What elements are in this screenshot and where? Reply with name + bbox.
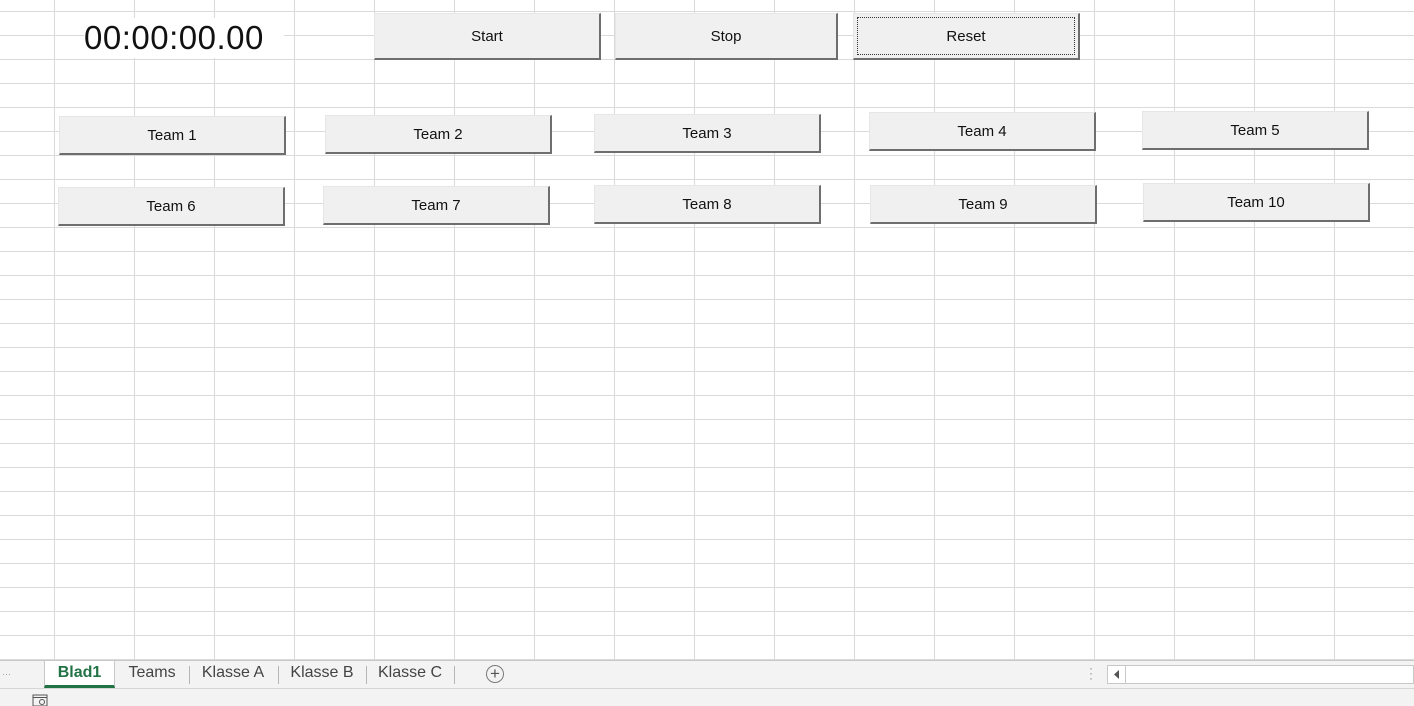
team-4-button[interactable]: Team 4 <box>869 112 1096 151</box>
team-7-button[interactable]: Team 7 <box>323 186 550 225</box>
team-button-label: Team 3 <box>682 124 732 142</box>
team-button-label: Team 6 <box>146 197 196 215</box>
tab-teams[interactable]: Teams <box>118 661 186 688</box>
team-button-label: Team 8 <box>682 195 732 213</box>
team-1-button[interactable]: Team 1 <box>59 116 286 155</box>
team-8-button[interactable]: Team 8 <box>594 185 821 224</box>
macro-record-icon[interactable] <box>32 694 50 706</box>
tab-divider <box>366 666 367 684</box>
tab-scroll-dots-icon[interactable]: ··· <box>2 669 11 679</box>
add-sheet-plus-icon[interactable]: + <box>486 665 504 683</box>
team-2-button[interactable]: Team 2 <box>325 115 552 154</box>
team-5-button[interactable]: Team 5 <box>1142 111 1369 150</box>
tab-klasse-c[interactable]: Klasse C <box>369 661 451 688</box>
status-bar <box>0 688 1414 706</box>
team-9-button[interactable]: Team 9 <box>870 185 1097 224</box>
reset-button[interactable]: Reset <box>853 13 1080 60</box>
team-button-label: Team 4 <box>957 122 1007 140</box>
tab-klasse-b[interactable]: Klasse B <box>281 661 363 688</box>
team-button-label: Team 7 <box>411 196 461 214</box>
stop-button-label: Stop <box>710 27 742 45</box>
tab-label: Klasse A <box>201 664 265 681</box>
tab-label: Klasse B <box>290 664 354 681</box>
tab-klasse-a[interactable]: Klasse A <box>192 661 274 688</box>
team-10-button[interactable]: Team 10 <box>1143 183 1370 222</box>
horizontal-scrollbar[interactable] <box>1107 665 1414 684</box>
worksheet-grid[interactable] <box>0 0 1414 660</box>
team-button-label: Team 9 <box>958 195 1008 213</box>
stopwatch-display: 00:00:00.00 <box>84 18 284 58</box>
tab-divider <box>189 666 190 684</box>
tab-blad1[interactable]: Blad1 <box>44 661 115 688</box>
team-button-label: Team 5 <box>1230 121 1280 139</box>
team-button-label: Team 1 <box>147 126 197 144</box>
sheet-tab-bar: ··· Blad1 Teams Klasse A Klasse B Klasse… <box>0 660 1414 688</box>
tab-divider <box>454 666 455 684</box>
scroll-left-icon[interactable] <box>1108 666 1126 683</box>
tab-label: Klasse C <box>377 664 443 681</box>
stop-button[interactable]: Stop <box>615 13 838 60</box>
team-6-button[interactable]: Team 6 <box>58 187 285 226</box>
start-button[interactable]: Start <box>374 13 601 60</box>
tab-divider <box>278 666 279 684</box>
splitter-dots-icon[interactable]: ··· <box>1089 661 1093 685</box>
team-button-label: Team 2 <box>413 125 463 143</box>
start-button-label: Start <box>471 27 503 45</box>
reset-button-label: Reset <box>946 27 986 45</box>
team-3-button[interactable]: Team 3 <box>594 114 821 153</box>
tab-label: Teams <box>128 664 176 681</box>
tab-label: Blad1 <box>57 664 102 681</box>
team-button-label: Team 10 <box>1227 193 1285 211</box>
